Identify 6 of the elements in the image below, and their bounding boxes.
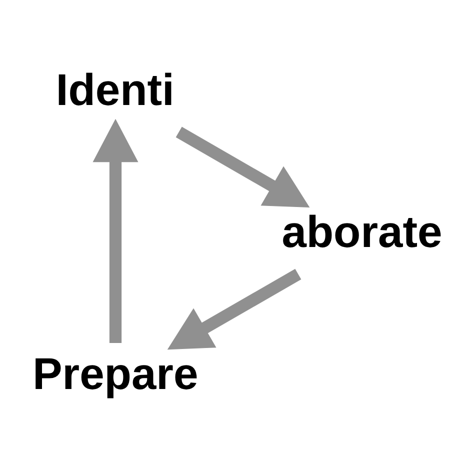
node-text: Identi [56,65,174,114]
arrow [167,268,302,350]
node-text: Prepare [32,349,198,398]
arrow [176,126,310,208]
arrow [92,118,138,342]
node-text: aborate [282,207,442,256]
